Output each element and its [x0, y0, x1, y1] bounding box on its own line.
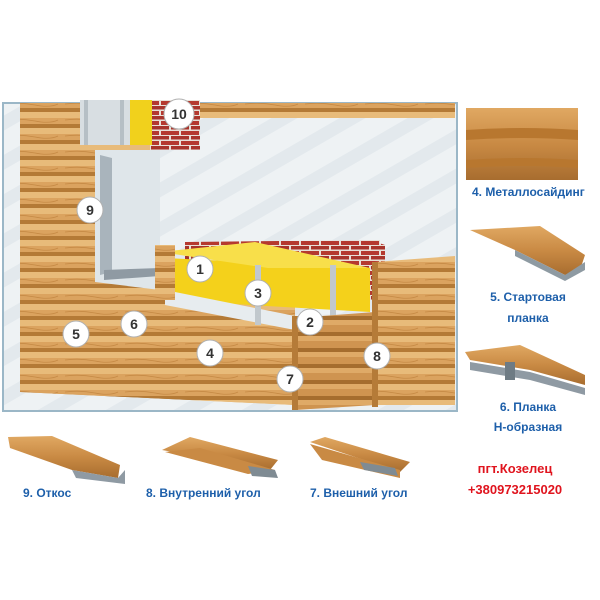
callout-7: 7	[286, 371, 294, 387]
corner-wall	[375, 256, 455, 405]
callout-1: 1	[196, 261, 204, 277]
label-inner-corner: 8. Внутренний угол	[146, 486, 261, 500]
window-slope-profile-icon	[8, 436, 125, 484]
label-outer-corner: 7. Внешний угол	[310, 486, 408, 500]
metal-siding-panel-icon	[466, 108, 578, 180]
label-starter-strip-line1: 5. Стартовая	[490, 290, 566, 304]
callout-10: 10	[171, 106, 187, 122]
label-starter-strip-line2: планка	[507, 311, 549, 325]
callout-markers	[62, 98, 391, 393]
callout-8: 8	[373, 348, 381, 364]
callout-5: 5	[72, 326, 80, 342]
h-profile-strip-icon	[465, 345, 585, 395]
starter-strip-icon	[470, 226, 585, 281]
window-slope	[100, 155, 112, 275]
callout-9: 9	[86, 202, 94, 218]
outer-corner-profile-icon	[310, 437, 410, 478]
label-h-profile-line1: 6. Планка	[499, 400, 557, 414]
inner-corner-profile-icon	[162, 437, 278, 478]
callout-4: 4	[206, 345, 214, 361]
callout-2: 2	[306, 314, 314, 330]
upper-wall	[20, 103, 160, 280]
contact-location: пгт.Козелец	[477, 461, 553, 476]
label-window-slope: 9. Откос	[23, 486, 72, 500]
callout-3: 3	[254, 285, 262, 301]
label-h-profile-line2: Н-образная	[493, 420, 563, 434]
insulation-top	[160, 242, 370, 268]
right-wall	[295, 312, 375, 410]
callout-6: 6	[130, 316, 138, 332]
contact-phone: +380973215020	[467, 482, 563, 497]
label-metal-siding: 4. Металлосайдинг	[472, 185, 585, 199]
